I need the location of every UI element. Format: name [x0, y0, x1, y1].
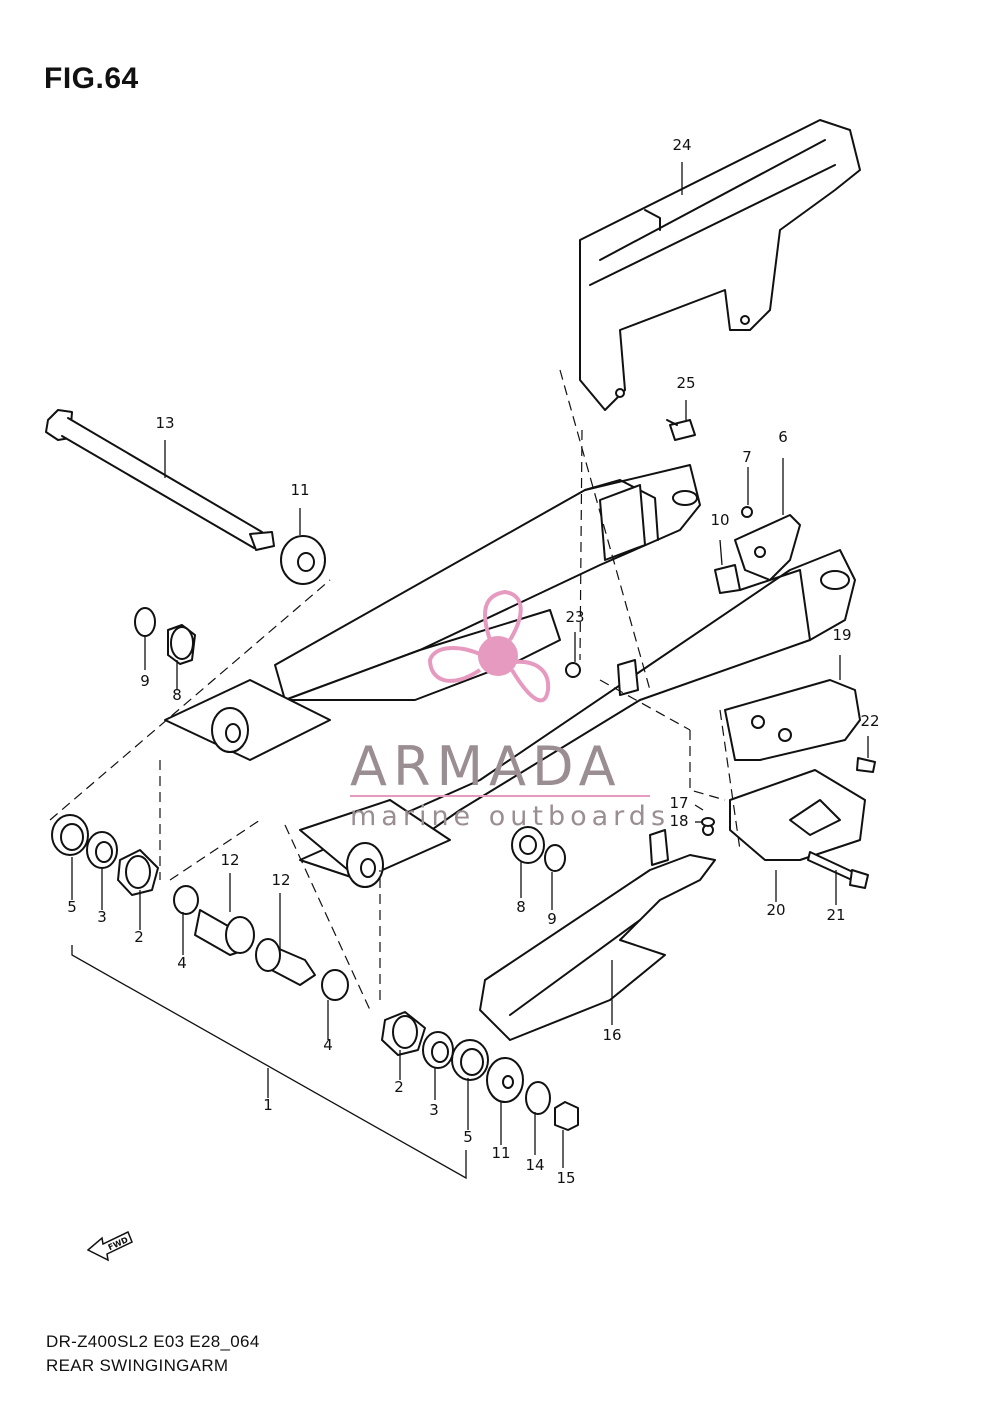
washer-11-lower-part [486, 1057, 524, 1103]
callout-label-8: 8 [172, 686, 182, 704]
fwd-label: FWD [107, 1235, 130, 1252]
callout-label-13: 13 [155, 414, 174, 432]
bolt-21-part [807, 851, 869, 889]
spacer-12-right-part [255, 938, 316, 986]
washer-3-right-part [422, 1031, 454, 1069]
callout-label-5: 5 [67, 898, 77, 916]
plate-6-part [734, 514, 801, 581]
model-code: DR-Z400SL2 E03 E28_064 [46, 1332, 260, 1351]
callout-label-16: 16 [602, 1026, 621, 1044]
callout-label-4: 4 [177, 954, 187, 972]
callout-label-11: 11 [491, 1144, 510, 1162]
watermark-tagline: marine outboards [350, 801, 670, 832]
washer-4-left-part [173, 885, 199, 915]
bolt-22-part [856, 757, 876, 773]
bolt-25-part [666, 419, 696, 441]
forward-arrow-icon: FWD [86, 1230, 133, 1262]
callout-label-23: 23 [565, 608, 584, 626]
callout-label-9: 9 [140, 672, 150, 690]
callout-label-14: 14 [525, 1156, 544, 1174]
spacer-12-left-part [194, 909, 255, 956]
washer-4-right-part [321, 969, 349, 1001]
callout-label-12: 12 [220, 851, 239, 869]
callout-label-2: 2 [394, 1078, 404, 1096]
washer-11-part [280, 535, 326, 585]
chain-case-part [579, 119, 861, 411]
callout-label-15: 15 [556, 1169, 575, 1187]
chain-guide-19-part [724, 679, 861, 761]
bearing-8-lower-part [511, 826, 545, 864]
callout-label-19: 19 [832, 626, 851, 644]
callout-labels: 1223344556788991011111212131415161718192… [67, 136, 879, 1187]
dust-seal-5-right-part [451, 1039, 489, 1081]
nut-23-part [565, 662, 581, 678]
callout-label-8: 8 [516, 898, 526, 916]
callout-label-4: 4 [323, 1036, 333, 1054]
callout-label-7: 7 [742, 448, 752, 466]
callout-label-21: 21 [826, 906, 845, 924]
callout-label-1: 1 [263, 1096, 273, 1114]
callout-label-24: 24 [672, 136, 691, 154]
section-name: REAR SWINGINGARM [46, 1356, 229, 1375]
chain-guide-plate-20-part [729, 769, 866, 861]
alignment-dashes [49, 369, 741, 1011]
screw-7-part [741, 506, 753, 518]
callout-label-6: 6 [778, 428, 788, 446]
watermark-brand: ARMADA [350, 735, 622, 798]
callout-label-17: 17 [669, 794, 688, 812]
bolt-10-part [714, 564, 741, 594]
dust-seal-5-left-part [51, 814, 89, 856]
callout-label-20: 20 [766, 901, 785, 919]
callout-label-3: 3 [429, 1101, 439, 1119]
callout-label-25: 25 [676, 374, 695, 392]
washer-3-left-part [86, 831, 118, 869]
oil-seal-9-upper-part [134, 607, 156, 637]
callout-label-9: 9 [547, 910, 557, 928]
swingarm-body-part [164, 464, 856, 888]
callout-label-22: 22 [860, 712, 879, 730]
figure-title: FIG.64 [44, 62, 139, 95]
leader-lines [71, 162, 869, 1180]
callout-label-11: 11 [290, 481, 309, 499]
bearing-2-left-part [117, 849, 159, 896]
chain-slider-16-part [479, 829, 716, 1041]
pivot-shaft-part [45, 409, 275, 551]
bearing-8-upper-part [167, 624, 196, 665]
bearing-2-right-part [381, 1011, 426, 1056]
callout-label-3: 3 [97, 908, 107, 926]
callout-label-5: 5 [463, 1128, 473, 1146]
callout-label-10: 10 [710, 511, 729, 529]
callout-label-2: 2 [134, 928, 144, 946]
callout-label-12: 12 [271, 871, 290, 889]
washer-14-part [525, 1081, 551, 1115]
callout-label-18: 18 [669, 812, 688, 830]
nut-15-part [554, 1101, 579, 1131]
washer-18-part [701, 817, 715, 827]
armada-logo-icon [427, 589, 551, 703]
oil-seal-9-lower-part [544, 844, 566, 872]
